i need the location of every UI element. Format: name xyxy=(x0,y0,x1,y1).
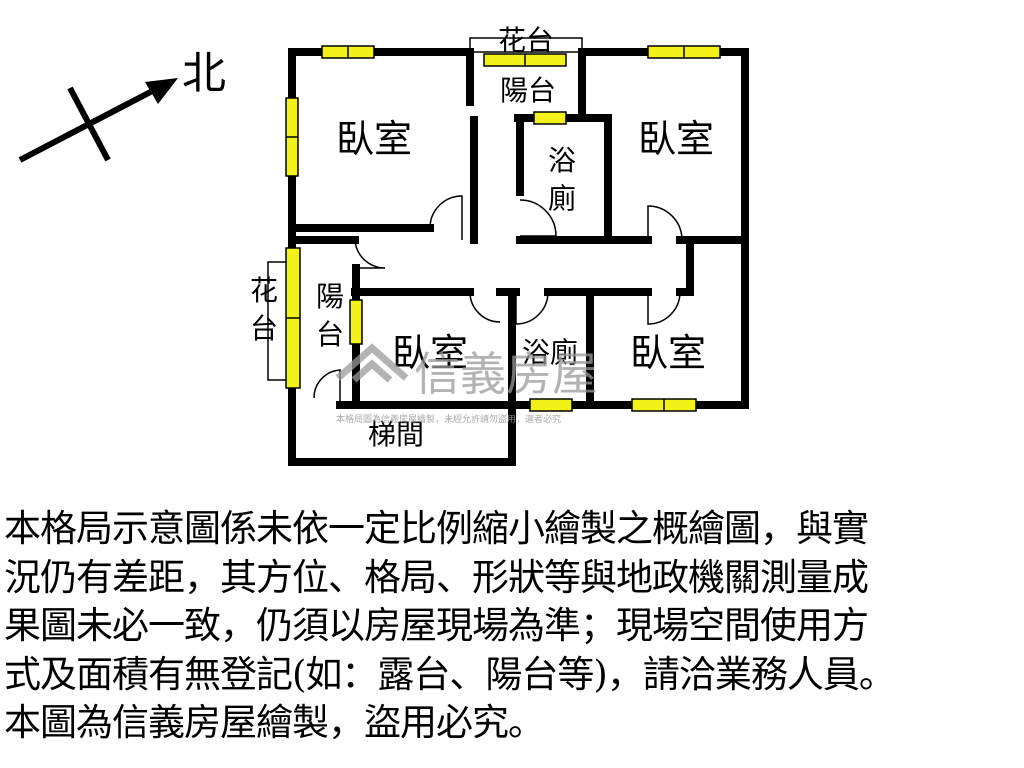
planter-left-label-1: 花 xyxy=(250,274,278,307)
planter-top-label: 花台 xyxy=(498,24,554,57)
windows xyxy=(285,45,721,412)
watermark-brand: 信義房屋 xyxy=(414,347,598,401)
balcony-top-label: 陽台 xyxy=(500,74,556,107)
north-arrow-icon xyxy=(18,78,178,163)
north-label: 北 xyxy=(182,48,226,99)
stairwell-label: 梯間 xyxy=(368,418,424,451)
disclaimer-line: 本格局示意圖係未依一定比例縮小繪製之概繪圖，與實 xyxy=(4,507,869,550)
watermark-notice: 本格局圖為信義房屋繪製，未經允許請勿盜用，違者必究 xyxy=(336,413,561,425)
disclaimer-line: 式及面積有無登記(如：露台、陽台等)，請洽業務人員。 xyxy=(4,652,896,696)
disclaimer-line: 本圖為信義房屋繪製，盜用必究。 xyxy=(4,701,545,744)
balcony-left-label-2: 台 xyxy=(316,318,344,351)
bath-lower-label: 浴廁 xyxy=(522,336,578,369)
brand-logo-icon xyxy=(335,343,409,383)
watermark: 信義房屋 本格局圖為信義房屋繪製，未經允許請勿盜用，違者必究 xyxy=(335,343,598,425)
disclaimer-line: 果圖未必一致，仍須以房屋現場為準；現場空間使用方 xyxy=(4,604,869,647)
floor-plan: 北 xyxy=(18,24,749,466)
balcony-left-label-1: 陽 xyxy=(316,280,344,313)
planter-left-label-2: 台 xyxy=(250,312,278,345)
bedroom-sw-label: 臥室 xyxy=(392,331,468,375)
bedroom-se-label: 臥室 xyxy=(630,331,706,375)
disclaimer: 本格局示意圖係未依一定比例縮小繪製之概繪圖，與實 況仍有差距，其方位、格局、形狀… xyxy=(4,505,1020,748)
door-swings xyxy=(313,195,683,405)
bedroom-ne-label: 臥室 xyxy=(638,117,714,161)
bedroom-nw-label: 臥室 xyxy=(336,117,412,161)
bath-upper-label-2: 廁 xyxy=(548,182,576,215)
disclaimer-line: 況仍有差距，其方位、格局、形狀等與地政機關測量成 xyxy=(4,555,869,599)
bath-upper-label-1: 浴 xyxy=(548,144,576,177)
